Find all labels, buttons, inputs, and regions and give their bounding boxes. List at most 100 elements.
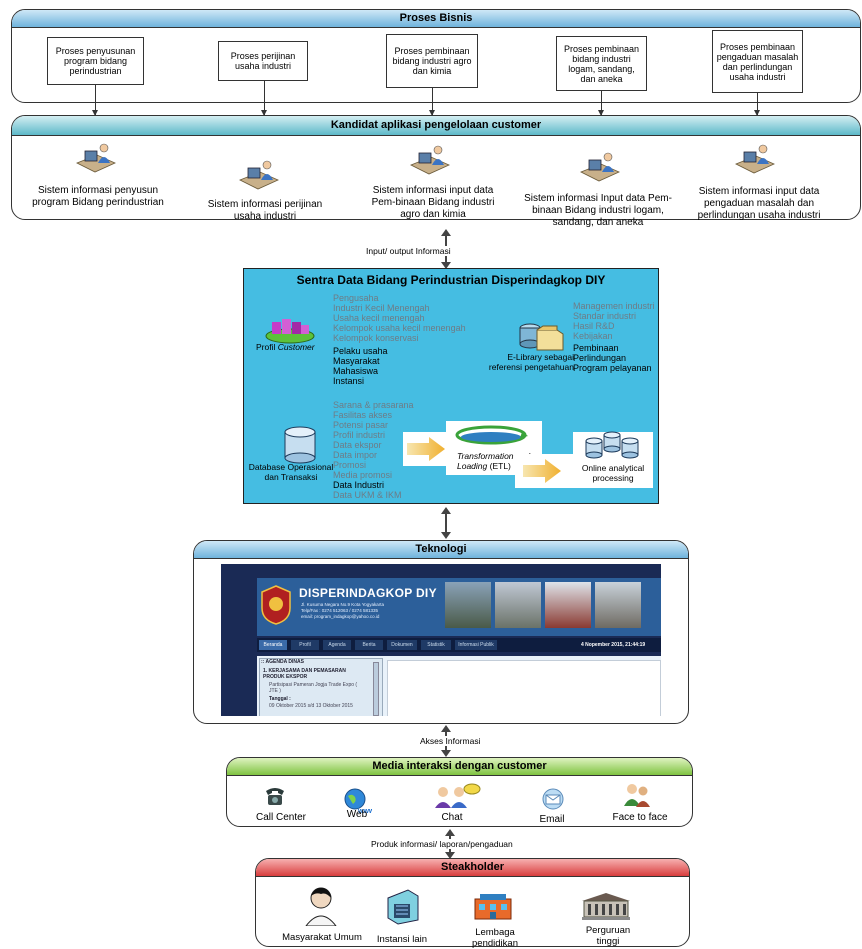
computer-user-icon <box>580 152 620 182</box>
elib-gray-item: Hasil R&D <box>573 321 615 331</box>
website-email: email: program_indagkop@yahoo.co.id <box>301 614 380 619</box>
proses-box-3: Proses pembinaan bidang industri agro da… <box>386 34 478 88</box>
profil-gray-list: Pengusaha Industri Kecil Menengah Usaha … <box>333 293 466 343</box>
db-gray-item: Fasilitas akses <box>333 410 393 420</box>
sentra-title: Sentra Data Bidang Perindustrian Disperi… <box>296 273 606 287</box>
stakeholder-item-lembaga: Lembaga pendidikan <box>472 927 518 949</box>
profil-black-item: Instansi <box>333 376 365 386</box>
e-library-icon <box>519 323 564 351</box>
db-gray-item: Data impor <box>333 450 378 460</box>
website-tab[interactable]: Berita <box>355 640 383 650</box>
content-image-placeholder <box>387 660 661 716</box>
media-item-email: Email <box>539 814 565 825</box>
etl-label: Transformation and Loading (ETL) <box>457 451 530 471</box>
kandidat-item-2: Sistem informasi perijinan usaha industr… <box>207 199 323 222</box>
stakeholder-item-masyarakat: Masyarakat Umum <box>282 932 362 943</box>
etl-cycle-icon <box>455 425 528 445</box>
agenda-date: 09 Oktober 2015 s/d 13 Oktober 2015 <box>269 703 353 709</box>
website-phone: Telp/Fax : 0274 512063 / 0274 581335 <box>301 608 379 613</box>
agenda-item[interactable]: 1. KERJASAMA DAN PEMASARAN PRODUK EKSPOR <box>263 668 346 680</box>
sentra-teknologi-arrow <box>441 507 451 539</box>
profil-black-item: Pelaku usaha <box>333 346 388 356</box>
emblem-icon <box>261 585 291 625</box>
website-photo-1 <box>445 582 491 628</box>
media-title: Media interaksi dengan customer <box>227 758 692 776</box>
website-tab[interactable]: Beranda <box>259 640 287 650</box>
db-gray-item: Potensi pasar <box>333 420 389 430</box>
db-gray-item: Profil industri <box>333 430 386 440</box>
computer-user-icon <box>76 143 116 173</box>
olap-label: Online analytical processing <box>581 463 645 483</box>
website-photo-2 <box>495 582 541 628</box>
media-item-chat: Chat <box>441 812 463 823</box>
computer-user-icon <box>239 160 279 190</box>
database-icon <box>284 426 316 464</box>
email-icon <box>542 788 564 810</box>
db-gray-list: Sarana & prasarana Fasilitas akses Poten… <box>333 400 414 500</box>
website-name: DISPERINDAGKOP DIY <box>299 586 437 600</box>
stakeholder-item-instansi: Instansi lain <box>376 934 428 945</box>
website-tab[interactable]: Statistik <box>421 640 451 650</box>
arrow-proses-2 <box>261 81 267 116</box>
db-gray-item: Data UKM & IKM <box>333 490 402 500</box>
profil-gray-item: Kelompok usaha kecil menengah <box>333 323 466 333</box>
profil-black-item: Masyarakat <box>333 356 380 366</box>
profil-label: Profil Customer <box>256 342 315 352</box>
right-arrow-icon <box>523 459 561 483</box>
agenda-tanggal: Tanggal : <box>269 696 291 702</box>
website-address: Jl. Kusuma Negara No.9 Kota Yogyakarta <box>301 602 385 607</box>
telephone-icon <box>266 788 284 805</box>
website-photo-3 <box>545 582 591 628</box>
database-label: Database Operasional dan Transaksi <box>248 462 334 482</box>
university-icon <box>582 893 630 920</box>
elib-black-item: Pembinaan <box>573 343 619 353</box>
media-item-web: Web <box>346 809 368 820</box>
kandidat-item-1: Sistem informasi penyusun program Bidang… <box>32 185 164 208</box>
profil-gray-item: Industri Kecil Menengah <box>333 303 430 313</box>
website-photo-4 <box>595 582 641 628</box>
website-tab[interactable]: Agenda <box>323 640 351 650</box>
produk-label: Produk informasi/ laporan/pengaduan <box>369 839 515 849</box>
proses-box-1: Proses penyusunan program bidang perindu… <box>47 37 144 85</box>
building-icon <box>387 889 419 925</box>
kandidat-title: Kandidat aplikasi pengelolaan customer <box>12 116 860 136</box>
db-gray-item: Promosi <box>333 460 367 470</box>
arrow-proses-5 <box>754 93 760 116</box>
media-item-callcenter: Call Center <box>255 812 307 823</box>
proses-box-2: Proses perijinan usaha industri <box>218 41 308 81</box>
akses-label: Akses Informasi <box>418 736 483 746</box>
person-icon <box>305 887 337 926</box>
elib-black-item: Program pelayanan <box>573 363 652 373</box>
website-screenshot: DISPERINDAGKOP DIY Jl. Kusuma Negara No.… <box>221 564 661 716</box>
teknologi-title: Teknologi <box>194 541 688 559</box>
db-black-item: Data Industri <box>333 480 385 490</box>
io-label: Input/ output Informasi <box>364 246 453 256</box>
kandidat-item-5: Sistem informasi input data pengaduan ma… <box>697 186 821 221</box>
arrow-proses-4 <box>598 91 604 116</box>
proses-box-5: Proses pembinaan pengaduan masalah dan p… <box>712 30 803 93</box>
website-tab[interactable]: Informasi Publik <box>455 640 497 650</box>
agenda-title: :: AGENDA DINAS <box>261 659 304 665</box>
chat-icon <box>435 783 481 808</box>
stakeholder-title: Steakholder <box>256 859 689 877</box>
computer-user-icon <box>735 144 775 174</box>
arrow-proses-3 <box>429 88 435 116</box>
arrow-proses-1 <box>92 85 98 116</box>
elib-gray-item: Managemen industri <box>573 301 655 311</box>
elib-gray-list: Managemen industri Standar industri Hasi… <box>573 301 655 341</box>
agenda-scrollbar[interactable] <box>373 662 379 716</box>
customer-profile-icon <box>265 319 315 344</box>
website-tab[interactable]: Profil <box>291 640 319 650</box>
website-tab[interactable]: Dokumen <box>387 640 417 650</box>
school-icon <box>474 894 512 920</box>
media-item-facetoface: Face to face <box>612 812 668 823</box>
agenda-box <box>259 658 383 716</box>
right-arrow-icon <box>407 437 445 461</box>
db-gray-item: Data ekspor <box>333 440 382 450</box>
elib-black-item: Perlindungan <box>573 353 627 363</box>
elib-black-list: Pembinaan Perlindungan Program pelayanan <box>573 343 652 373</box>
website-date: 4 Nopember 2015, 21:44:19 <box>581 642 646 648</box>
elib-gray-item: Kebijakan <box>573 331 613 341</box>
profil-black-item: Mahasiswa <box>333 366 379 376</box>
people-icon <box>624 784 650 807</box>
